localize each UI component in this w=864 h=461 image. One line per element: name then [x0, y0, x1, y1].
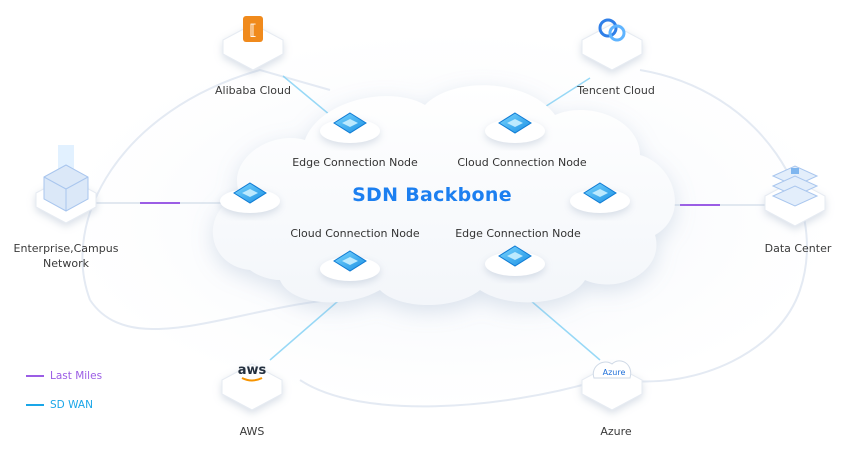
endpoint-label-azure: Azure: [600, 425, 632, 438]
connection-node-chip-icon: [220, 182, 280, 213]
legend-line-icon: [26, 404, 44, 406]
legend-label: SD WAN: [50, 399, 93, 411]
enterprise-network-icon: [35, 145, 97, 224]
aws-logo-text: aws: [238, 363, 267, 378]
svg-text:⟦: ⟦: [249, 21, 256, 39]
legend-last-miles: Last Miles: [26, 370, 102, 382]
aws-icon: aws: [221, 363, 283, 411]
connection-node-chip-icon: [320, 112, 380, 143]
halo-arc: [299, 379, 601, 408]
halo-arc: [619, 69, 808, 383]
node-label-cloud-bottom: Cloud Connection Node: [290, 227, 420, 240]
halo-arc: [89, 299, 331, 331]
endpoint-label-aws: AWS: [239, 425, 265, 438]
legend-line-icon: [26, 375, 44, 377]
endpoint-label-enterprise: Enterprise,Campus Network: [13, 242, 119, 270]
connection-node-chip-icon: [485, 112, 545, 143]
node-label-edge-bottom: Edge Connection Node: [455, 227, 581, 240]
endpoint-label-tencent: Tencent Cloud: [577, 84, 655, 97]
node-label-cloud-top: Cloud Connection Node: [457, 156, 587, 169]
legend-sd-wan: SD WAN: [26, 399, 93, 411]
alibaba-cloud-icon: ⟦: [222, 16, 284, 71]
sdn-backbone-cloud: [212, 85, 675, 305]
connection-node-chip-icon: [485, 245, 545, 276]
endpoint-label-alibaba: Alibaba Cloud: [214, 84, 292, 97]
node-label-edge-top: Edge Connection Node: [292, 156, 418, 169]
endpoint-label-datacenter: Data Center: [764, 242, 832, 255]
data-center-icon: [764, 165, 826, 227]
legend-label: Last Miles: [50, 370, 103, 382]
connection-node-chip-icon: [570, 182, 630, 213]
azure-icon: Azure: [581, 360, 643, 411]
diagram-title: SDN Backbone: [352, 184, 512, 206]
connection-node-chip-icon: [320, 250, 380, 281]
tencent-cloud-icon: [581, 18, 643, 71]
azure-logo-text: Azure: [603, 368, 626, 377]
halo-arc: [81, 68, 331, 301]
